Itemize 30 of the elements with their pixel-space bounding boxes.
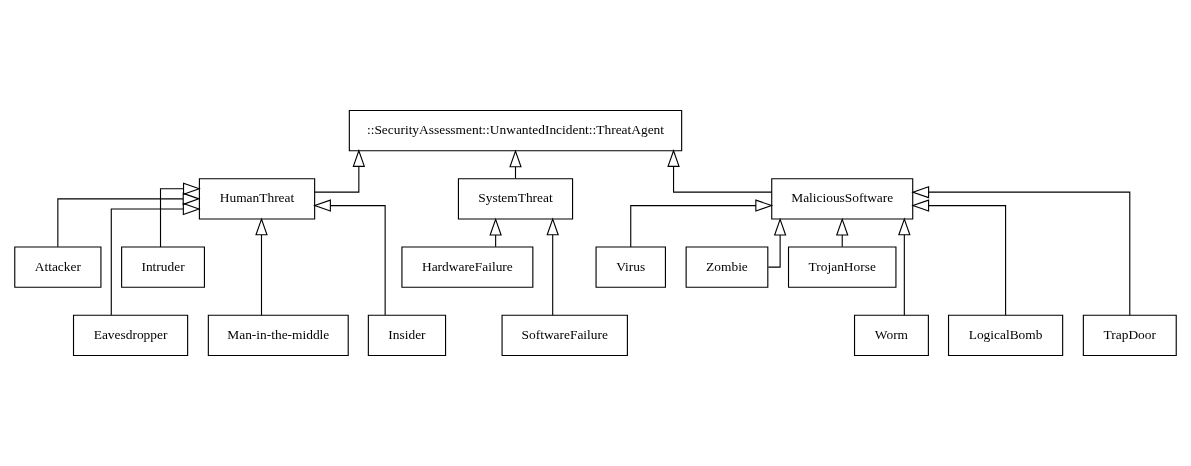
node-box: Eavesdropper [72,314,189,357]
node-box: Attacker [14,246,102,288]
arrow [159,182,201,248]
arrow [57,192,201,248]
arrow [255,217,268,316]
arrow [767,217,787,268]
node-box: TrojanHorse [787,246,897,288]
node-box: HumanThreat [198,178,316,220]
arrow [898,217,911,316]
node-box: HardwareFailure [401,246,534,288]
arrow [314,149,366,193]
arrow [911,199,1007,316]
node-box: SoftwareFailure [501,314,628,357]
node-box: Zombie [685,246,769,288]
node-box: LogicalBomb [947,314,1064,357]
arrow [313,199,386,316]
arrow [911,185,1131,316]
node-box: Intruder [121,246,205,288]
arrow [630,199,774,248]
arrow [667,149,773,193]
node-box: Worm [854,314,929,357]
node-box: Man-in-the-middle [207,314,349,357]
arrow [546,217,559,316]
node-box: SystemThreat [457,178,574,220]
node-box: MaliciousSoftware [771,178,914,220]
node-box: Virus [595,246,666,288]
node-box: ::SecurityAssessment::UnwantedIncident::ThreatAgent [348,109,683,152]
node-box: TrapDoor [1082,314,1177,357]
arrow [110,202,201,316]
node-box: Insider [367,314,447,357]
